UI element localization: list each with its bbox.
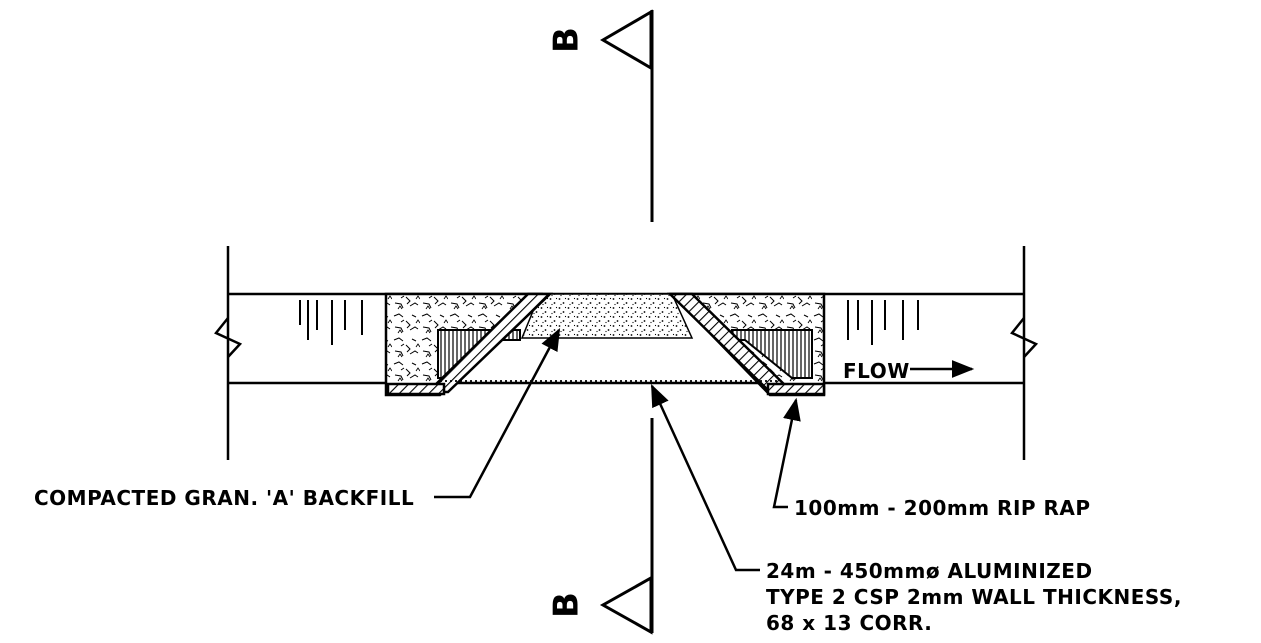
leader-rip-rap	[772, 397, 801, 509]
section-triangle-bottom	[599, 575, 653, 635]
label-pipe-line2: TYPE 2 CSP 2mm WALL THICKNESS,	[766, 585, 1182, 609]
pipe-end-apron-right	[766, 382, 826, 396]
leader-backfill	[434, 328, 561, 499]
section-letter-bottom: B	[547, 592, 587, 618]
pipe-end-apron-left	[386, 382, 446, 396]
label-rip-rap: 100mm - 200mm RIP RAP	[794, 496, 1091, 520]
label-backfill: COMPACTED GRAN. 'A' BACKFILL	[34, 486, 414, 510]
flow-label: FLOW	[843, 359, 910, 383]
label-pipe-line1: 24m - 450mmø ALUMINIZED	[766, 559, 1093, 583]
pipe-wall-left	[424, 292, 554, 394]
channel-banks	[214, 246, 1039, 460]
section-triangle-top	[600, 9, 653, 71]
section-letter-top: B	[547, 27, 587, 53]
label-pipe-line3: 68 x 13 CORR.	[766, 611, 932, 635]
leader-pipe	[650, 383, 760, 572]
compacted-backfill	[520, 293, 694, 339]
bank-ticks-right	[847, 300, 919, 345]
bank-ticks-left	[299, 300, 363, 345]
